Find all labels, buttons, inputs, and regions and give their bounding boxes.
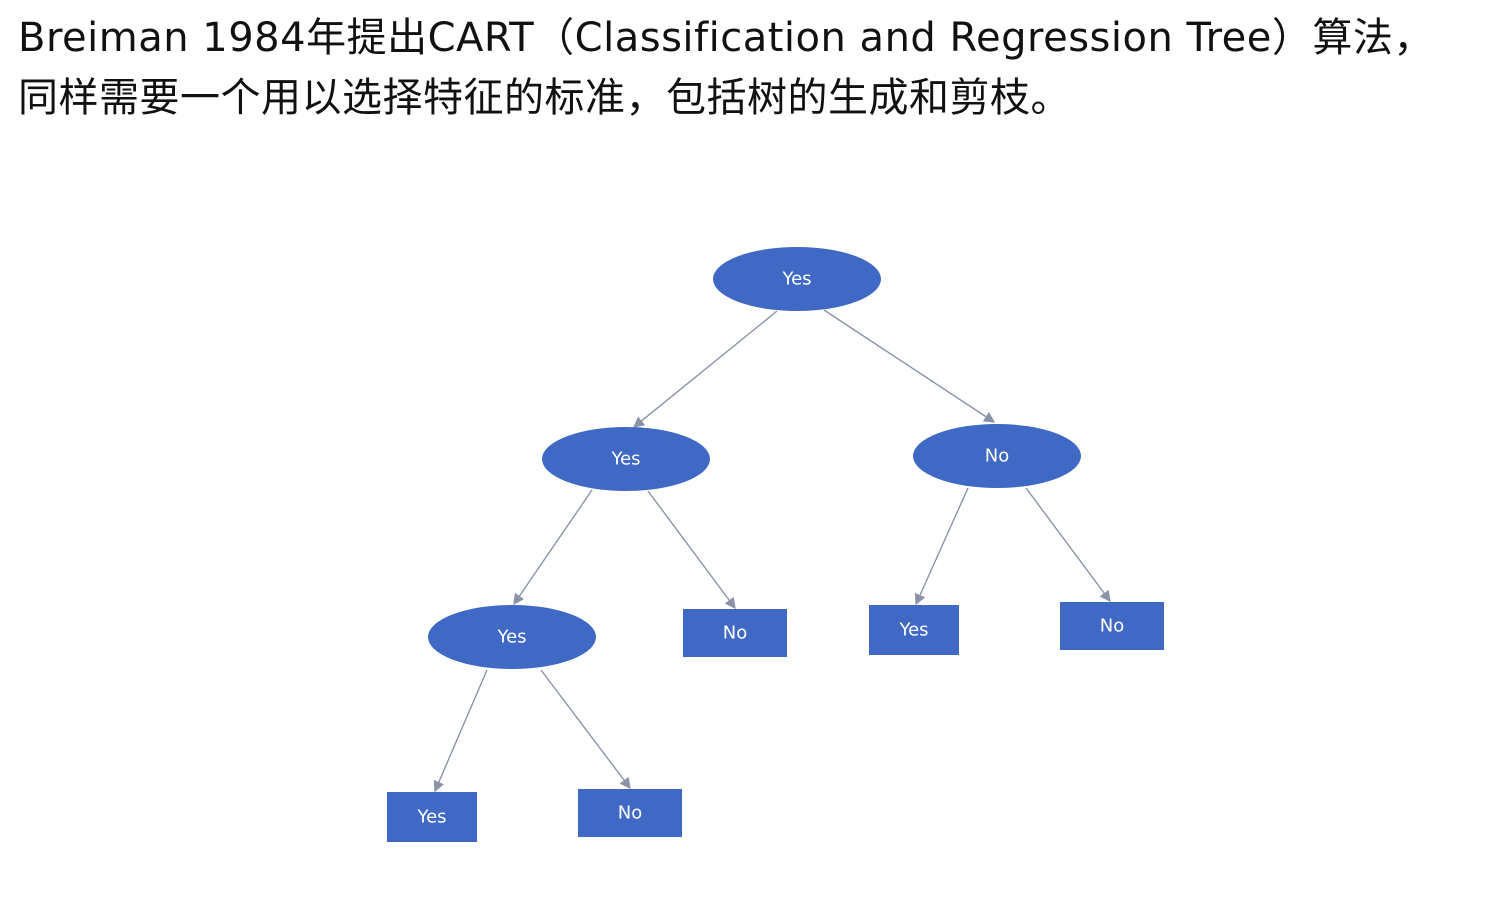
- leaf-node-shape: [1060, 602, 1164, 650]
- tree-edge-l1-left-to-l2-left: [513, 489, 593, 606]
- tree-node-root: Yes: [713, 247, 881, 311]
- tree-node-l2-mid: No: [683, 609, 787, 657]
- tree-node-l3-a: Yes: [387, 792, 477, 842]
- tree-node-l3-b: No: [578, 789, 682, 837]
- decision-node-shape: [542, 427, 710, 491]
- heading: Breiman 1984年提出CART（Classification and R…: [18, 8, 1488, 128]
- decision-node-shape: [913, 424, 1081, 488]
- tree-node-label: Yes: [610, 449, 640, 470]
- tree-node-label: Yes: [781, 269, 811, 290]
- decision-node-shape: [713, 247, 881, 311]
- tree-edge-root-to-l1-left: [632, 310, 778, 428]
- heading-line-2: 同样需要一个用以选择特征的标准，包括树的生成和剪枝。: [18, 75, 1071, 121]
- leaf-node-shape: [387, 792, 477, 842]
- tree-node-l1-right: No: [913, 424, 1081, 488]
- tree-node-label: Yes: [496, 627, 526, 648]
- tree-node-label: No: [985, 446, 1009, 467]
- tree-node-label: No: [1100, 616, 1124, 637]
- tree-edges: [433, 309, 1111, 793]
- tree-node-l2-right-b: No: [1060, 602, 1164, 650]
- tree-node-label: No: [618, 803, 642, 824]
- tree-edge-l1-right-to-l2-right-a: [914, 487, 969, 606]
- tree-edge-l2-left-to-l3-b: [540, 669, 631, 790]
- tree-node-label: Yes: [416, 807, 446, 828]
- tree-node-l2-right-a: Yes: [869, 605, 959, 655]
- leaf-node-shape: [578, 789, 682, 837]
- tree-edge-l1-left-to-l2-mid: [647, 490, 736, 610]
- decision-node-shape: [428, 605, 596, 669]
- tree-node-l2-left: Yes: [428, 605, 596, 669]
- tree-edge-l2-left-to-l3-a: [433, 669, 488, 793]
- heading-line-1: Breiman 1984年提出CART（Classification and R…: [18, 15, 1434, 61]
- leaf-node-shape: [869, 605, 959, 655]
- tree-edge-root-to-l1-right: [823, 309, 996, 423]
- leaf-node-shape: [683, 609, 787, 657]
- tree-node-label: No: [723, 623, 747, 644]
- tree-node-label: Yes: [898, 620, 928, 641]
- tree-node-l1-left: Yes: [542, 427, 710, 491]
- tree-edge-l1-right-to-l2-right-b: [1025, 487, 1111, 603]
